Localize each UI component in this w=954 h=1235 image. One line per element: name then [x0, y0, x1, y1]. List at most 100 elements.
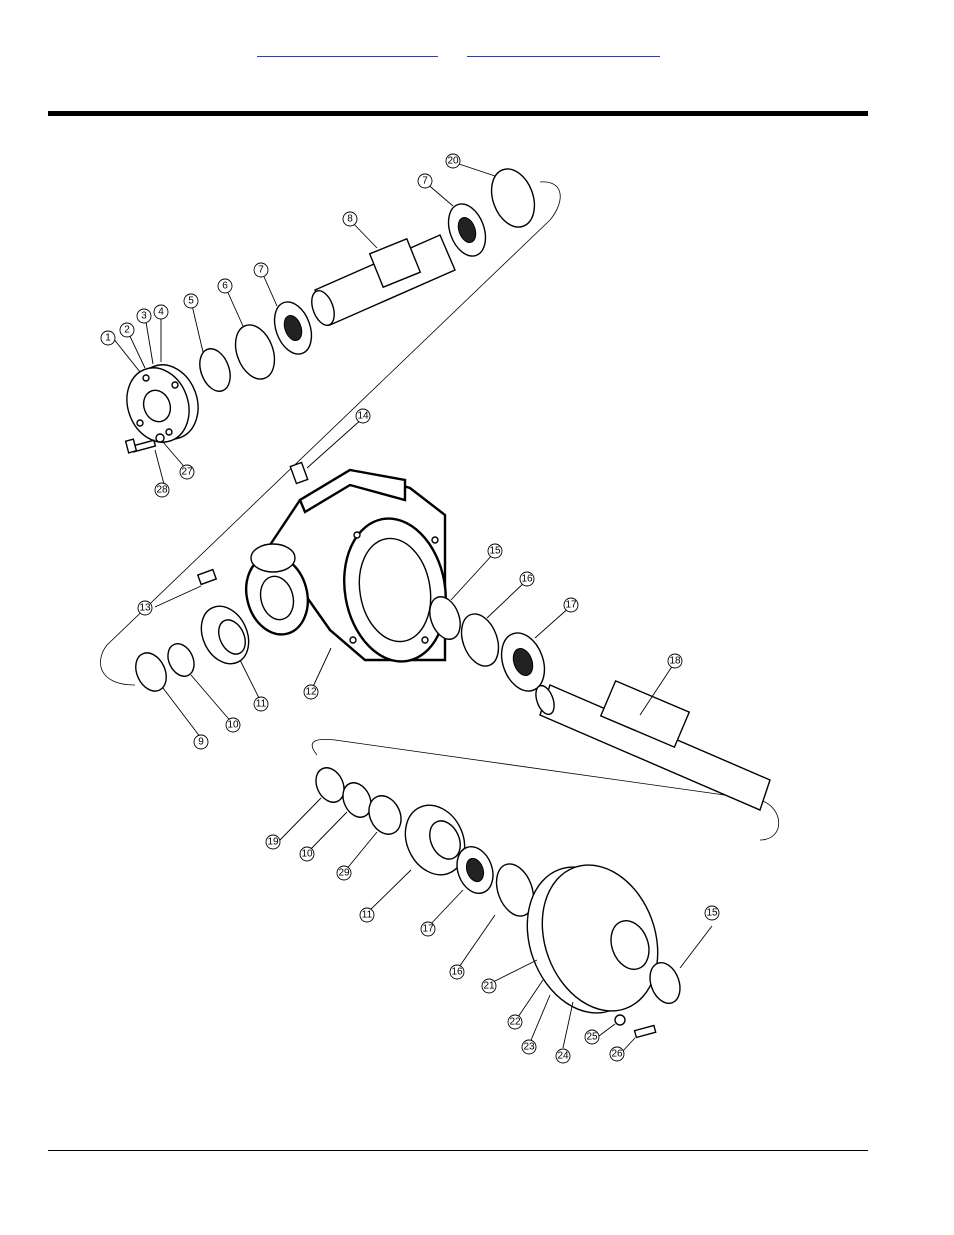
bearing-7-upper-part — [447, 203, 487, 257]
input-shaft-8-part — [311, 234, 456, 326]
callout-11-upper: 11 — [253, 696, 269, 712]
callout-17-lower: 17 — [420, 921, 436, 937]
svg-text:25: 25 — [586, 1032, 598, 1043]
seal-15-lower-part — [649, 961, 681, 1005]
seal-cover-part — [126, 364, 199, 443]
race-16-upper-part — [460, 613, 500, 667]
svg-text:12: 12 — [305, 687, 317, 698]
callout-9: 9 — [193, 734, 209, 750]
callout-20: 20 — [445, 153, 461, 169]
callout-4: 4 — [153, 304, 169, 320]
callout-16-lower: 16 — [449, 964, 465, 980]
bearing-17-upper-part — [500, 632, 546, 692]
svg-text:13: 13 — [139, 603, 151, 614]
gearbox-housing-12-part — [245, 468, 448, 663]
svg-text:2: 2 — [124, 325, 130, 336]
callout-5: 5 — [183, 293, 199, 309]
breather-13-part — [196, 568, 218, 586]
svg-text:14: 14 — [357, 411, 369, 422]
output-shaft-18-part — [535, 679, 771, 811]
svg-text:18: 18 — [669, 656, 681, 667]
svg-text:1: 1 — [105, 333, 111, 344]
callout-14: 14 — [355, 408, 371, 424]
bolt-26-part — [633, 1024, 657, 1039]
washer-25-part — [614, 1014, 626, 1026]
bolt-28-part — [124, 438, 157, 454]
svg-text:11: 11 — [362, 910, 373, 921]
callout-17-upper: 17 — [563, 597, 579, 613]
callout-23: 23 — [521, 1039, 537, 1055]
callout-6: 6 — [217, 278, 233, 294]
svg-text:16: 16 — [521, 574, 533, 585]
svg-text:23: 23 — [523, 1042, 535, 1053]
seal-5-part — [199, 348, 231, 392]
callout-16-upper: 16 — [519, 571, 535, 587]
svg-text:8: 8 — [347, 214, 353, 225]
snap-ring-9-part — [135, 652, 167, 692]
svg-text:11: 11 — [256, 699, 267, 710]
svg-text:4: 4 — [158, 307, 164, 318]
bolt-14-part — [289, 461, 309, 485]
callout-28: 28 — [154, 482, 170, 498]
svg-text:7: 7 — [422, 176, 428, 187]
shim-10-lower-part — [342, 782, 372, 818]
callout-3: 3 — [136, 308, 152, 324]
callout-24: 24 — [555, 1048, 571, 1064]
shim-29-part — [368, 795, 402, 835]
callout-1: 1 — [100, 330, 116, 346]
svg-text:6: 6 — [222, 281, 228, 292]
header-rule — [48, 111, 868, 116]
callout-2: 2 — [119, 322, 135, 338]
bearing-7-lower-part — [273, 301, 313, 355]
snap-ring-19-part — [315, 767, 345, 803]
upper-assembly-path — [100, 181, 561, 686]
race-20-part — [490, 168, 536, 228]
race-6-part — [234, 324, 276, 380]
svg-text:21: 21 — [483, 981, 495, 992]
svg-text:20: 20 — [447, 156, 459, 167]
shim-10-upper-part — [167, 643, 195, 677]
gearbox-exploded-diagram: 1 2 3 4 5 6 7 7 8 9 10 10 11 11 12 13 14… — [100, 153, 780, 1064]
svg-text:24: 24 — [557, 1051, 569, 1062]
svg-text:17: 17 — [422, 924, 434, 935]
bevel-gear-11-lower-part — [404, 804, 466, 876]
bevel-gear-11-upper-part — [200, 605, 250, 665]
svg-text:3: 3 — [141, 311, 147, 322]
svg-text:27: 27 — [181, 467, 193, 478]
svg-text:26: 26 — [611, 1049, 623, 1060]
svg-text:5: 5 — [188, 296, 194, 307]
svg-text:15: 15 — [706, 908, 718, 919]
header-link-1[interactable] — [257, 40, 438, 57]
callout-18: 18 — [667, 653, 683, 669]
svg-text:15: 15 — [489, 546, 501, 557]
race-16-lower-part — [495, 863, 535, 917]
header-link-2[interactable] — [467, 40, 660, 57]
callout-11-lower: 11 — [359, 907, 375, 923]
svg-text:16: 16 — [451, 967, 463, 978]
svg-text:7: 7 — [258, 265, 264, 276]
callout-15-upper: 15 — [487, 543, 503, 559]
svg-text:28: 28 — [156, 485, 168, 496]
callout-27: 27 — [179, 464, 195, 480]
leader-lines — [112, 161, 713, 1054]
callout-8: 8 — [342, 211, 358, 227]
callout-26: 26 — [609, 1046, 625, 1062]
washer-27-part — [155, 433, 165, 443]
callout-21: 21 — [481, 978, 497, 994]
footer-rule — [48, 1150, 868, 1151]
callout-15-lower: 15 — [704, 905, 720, 921]
lower-cover-part — [526, 864, 659, 1014]
callout-13: 13 — [137, 600, 153, 616]
svg-text:19: 19 — [267, 837, 279, 848]
callout-10-lower: 10 — [299, 846, 315, 862]
seal-15-upper-part — [429, 596, 461, 640]
svg-text:17: 17 — [565, 600, 577, 611]
svg-text:10: 10 — [227, 720, 239, 731]
callout-7-upper: 7 — [417, 173, 433, 189]
svg-text:29: 29 — [338, 868, 350, 879]
callout-22: 22 — [507, 1014, 523, 1030]
callout-10-upper: 10 — [225, 717, 241, 733]
callout-7-lower: 7 — [253, 262, 269, 278]
bearing-17-lower-part — [456, 846, 494, 894]
callout-12: 12 — [303, 684, 319, 700]
